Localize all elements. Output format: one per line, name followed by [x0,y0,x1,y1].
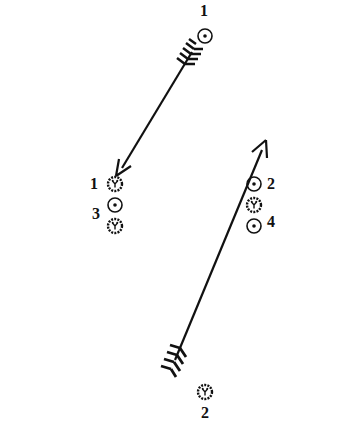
rosette-symbol [108,219,122,233]
pip-symbol [247,219,261,233]
callout-number: 1 [200,3,208,19]
pass-arrow [116,39,203,176]
callout-number: 2 [201,405,209,421]
rosette-symbol [108,177,122,191]
rosette-symbol [247,198,261,212]
callout-number: 1 [90,176,98,192]
pip-symbol [108,198,122,212]
callout-number: 2 [267,176,275,192]
pass-arrow [161,140,267,377]
rosette-symbol [198,385,212,399]
pip-symbol [198,29,212,43]
callout-number: 4 [267,214,275,230]
callout-number: 3 [92,206,100,222]
